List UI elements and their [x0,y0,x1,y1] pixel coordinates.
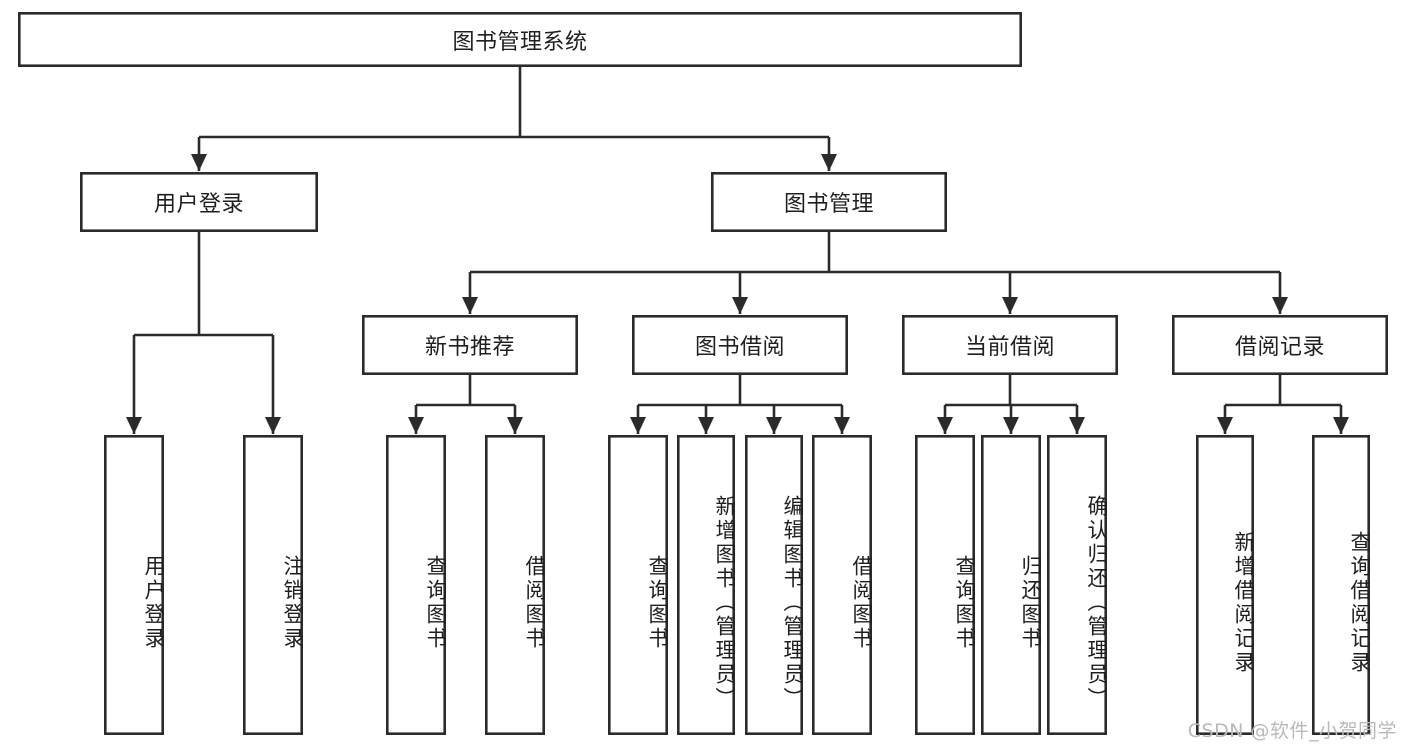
leaf-leaf-query-book-1-box[interactable] [385,434,446,735]
arrow-book-borrow-to-leaf-edit-book [766,417,782,434]
node-current-borrow-box[interactable] [901,314,1118,375]
node-borrow-record-box[interactable] [1172,314,1389,375]
arrow-user-login-to-leaf-user-login [126,417,142,434]
arrow-current-borrow-to-leaf-return-book [1003,417,1019,434]
arrow-current-borrow-to-leaf-query-book-3 [937,417,953,434]
leaf-leaf-user-logout-box[interactable] [243,434,304,735]
leaf-leaf-add-record-box[interactable] [1196,434,1255,735]
arrow-new-book-recommend-to-leaf-query-book-1 [408,417,424,434]
connectors-layer [126,67,1349,434]
leaf-leaf-return-book-box[interactable] [980,434,1041,735]
node-root-box[interactable] [17,12,1023,68]
leaf-leaf-add-book-box[interactable] [676,434,735,735]
arrow-root-to-book-manage [821,154,837,171]
arrow-book-borrow-to-leaf-query-book-2 [630,417,646,434]
leaf-leaf-confirm-return-box[interactable] [1047,434,1108,735]
arrow-root-to-user-login [191,154,207,171]
leaf-leaf-query-record-box[interactable] [1312,434,1371,735]
leaf-leaf-query-book-2-box[interactable] [607,434,668,735]
arrow-bookmanage-to-book-borrow [732,297,748,314]
arrow-bookmanage-to-new-book-recommend [462,297,478,314]
arrow-current-borrow-to-leaf-confirm-return [1069,417,1085,434]
leaf-leaf-query-book-3-box[interactable] [914,434,975,735]
arrow-new-book-recommend-to-leaf-borrow-book-1 [507,417,523,434]
leaf-leaf-edit-book-box[interactable] [744,434,803,735]
leaf-leaf-user-login-box[interactable] [104,434,165,735]
node-user-login-box[interactable] [80,172,318,233]
arrow-book-borrow-to-leaf-add-book [698,417,714,434]
arrow-bookmanage-to-borrow-record [1272,297,1288,314]
boxes-layer [17,12,1389,735]
arrow-bookmanage-to-current-borrow [1002,297,1018,314]
arrow-book-borrow-to-leaf-borrow-book-2 [834,417,850,434]
node-book-borrow-box[interactable] [631,314,848,375]
node-book-manage-box[interactable] [710,172,947,233]
arrow-borrow-record-to-leaf-query-record [1333,417,1349,434]
leaf-leaf-borrow-book-2-box[interactable] [811,434,872,735]
leaf-leaf-borrow-book-1-box[interactable] [484,434,545,735]
arrow-user-login-to-leaf-user-logout [265,417,281,434]
node-new-book-recommend-box[interactable] [361,314,578,375]
arrow-borrow-record-to-leaf-add-record [1217,417,1233,434]
watermark-text: CSDN @软件_小贺同学 [1187,720,1397,742]
